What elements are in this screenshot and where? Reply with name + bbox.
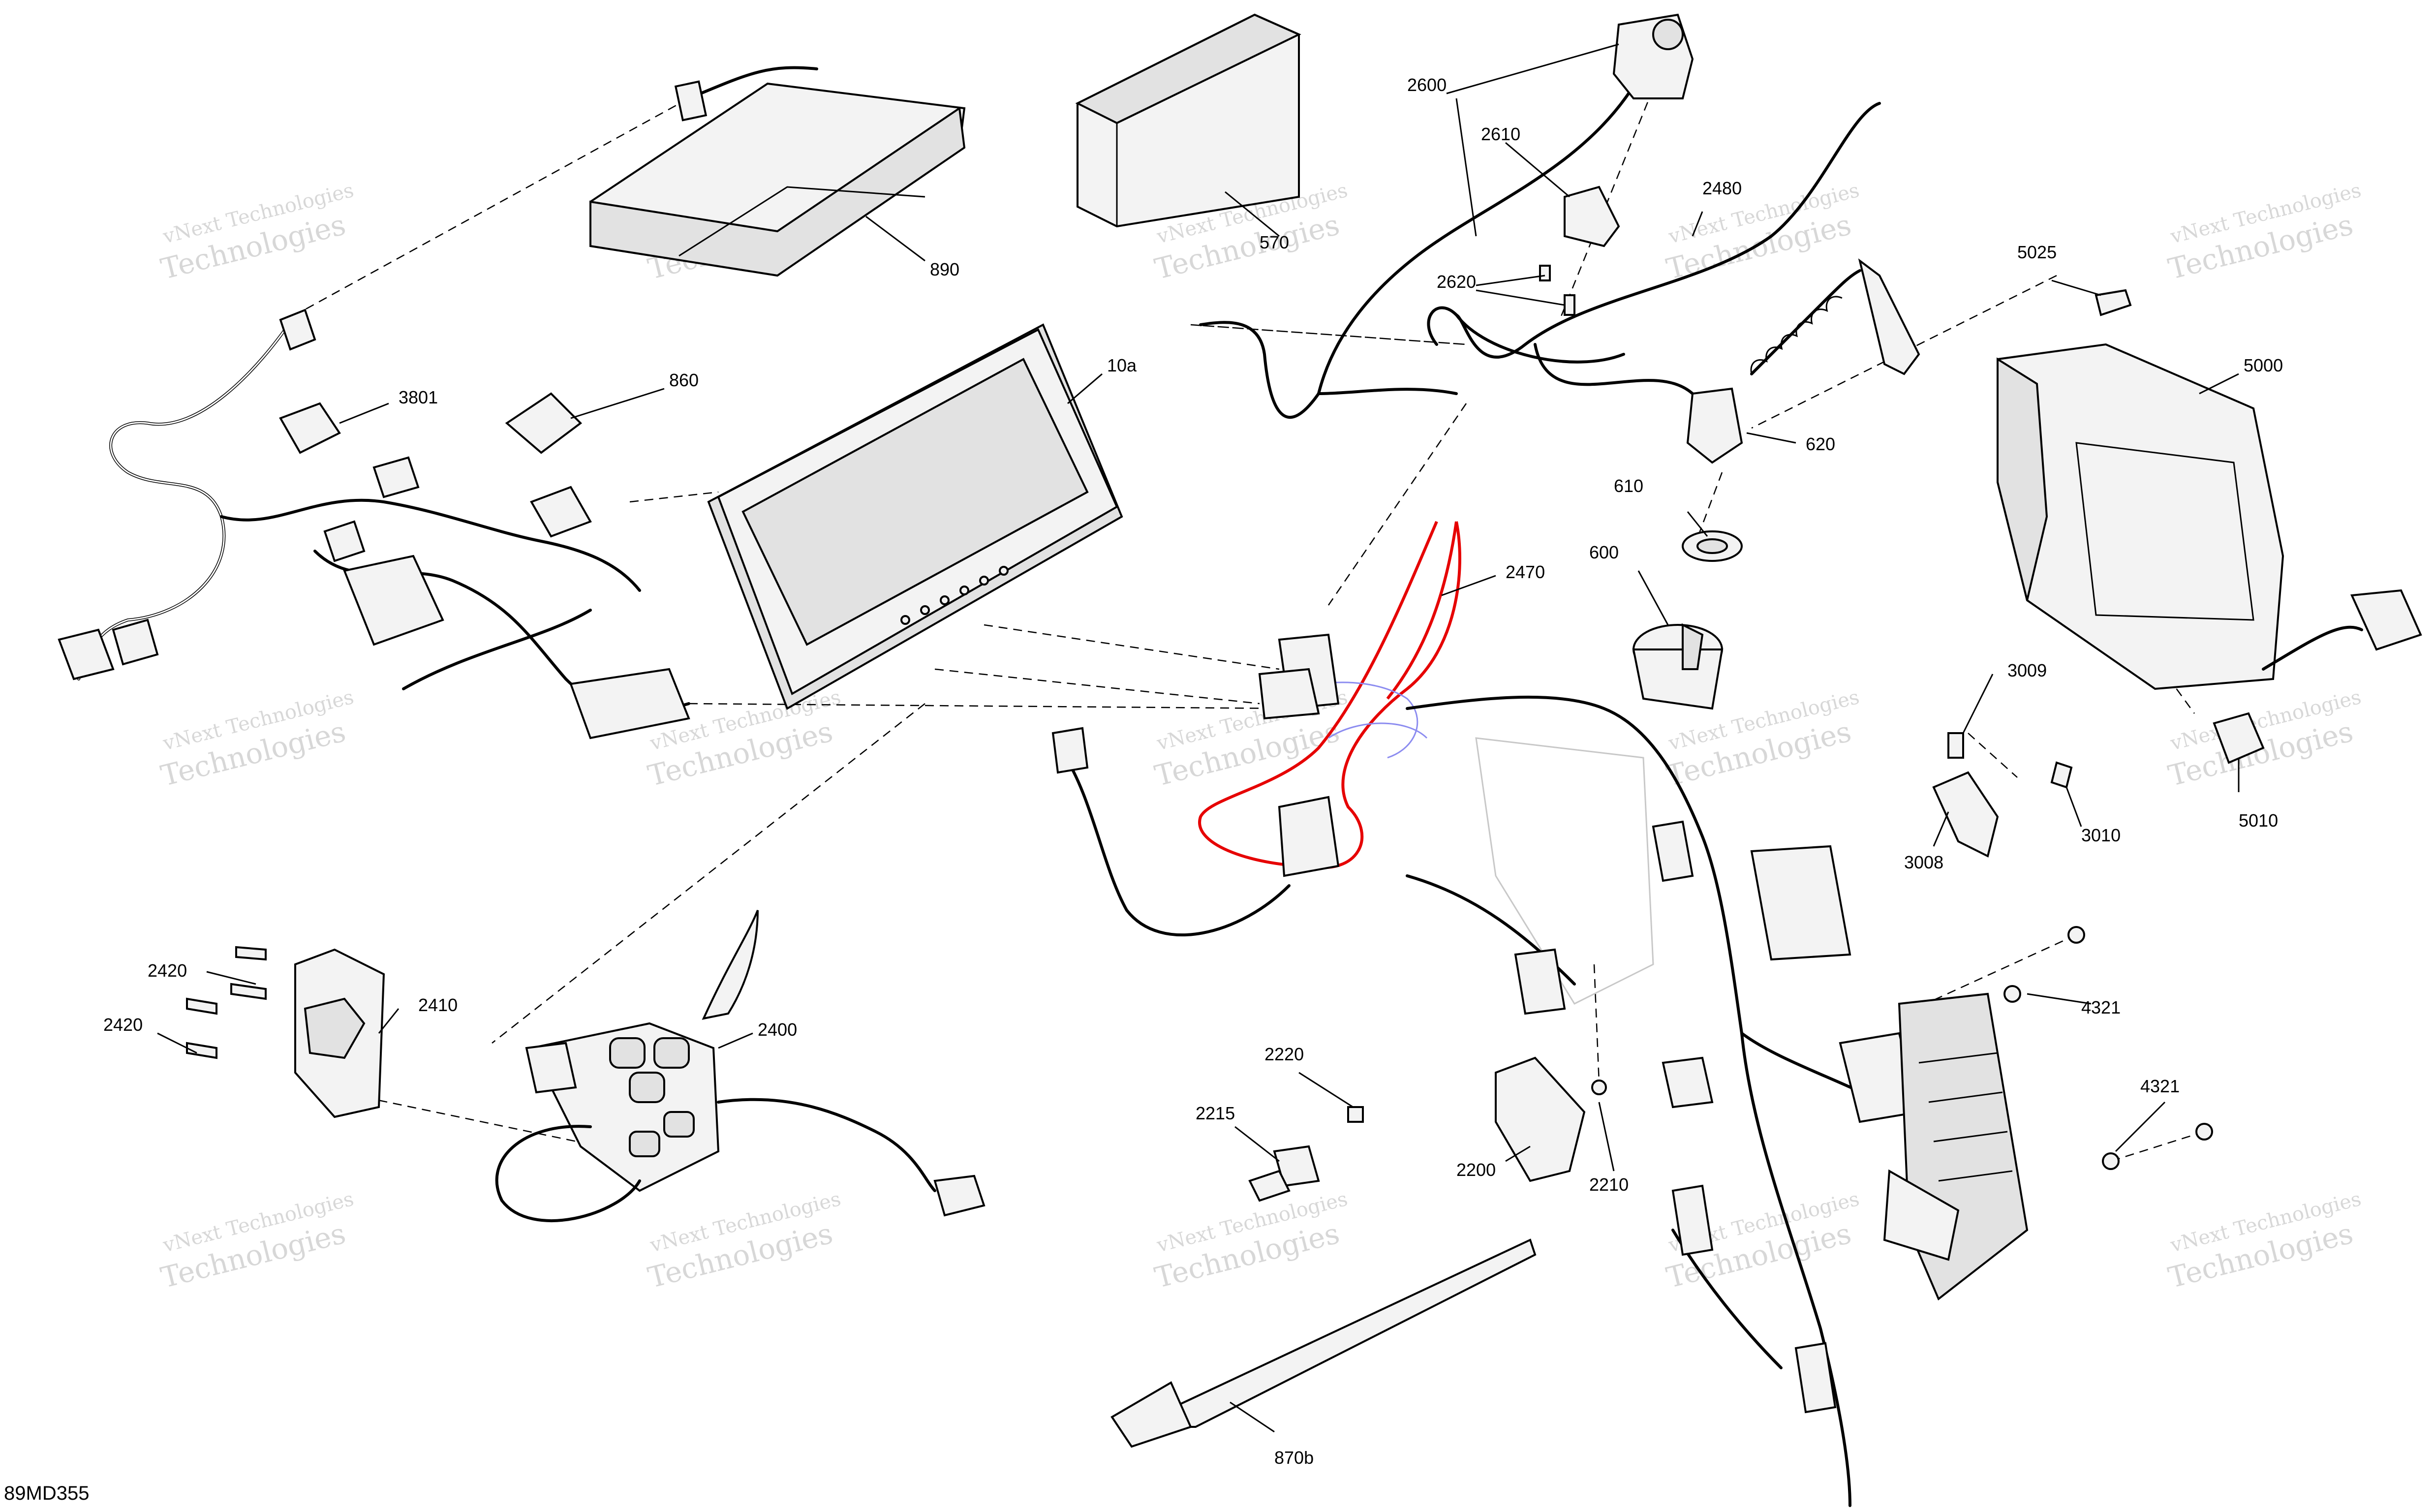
callout-2610: 2610 (1481, 124, 1520, 144)
part-3008-bracket (1932, 771, 1999, 858)
part-620-coiled-cord (1686, 258, 1920, 464)
callout-5025: 5025 (2017, 242, 2057, 262)
callout-3801: 3801 (399, 387, 438, 407)
part-2600-sensor (1199, 13, 1694, 419)
part-2220-screw (1347, 1106, 1364, 1123)
callout-4321-upper: 4321 (2081, 997, 2121, 1018)
callout-2200: 2200 (1456, 1160, 1496, 1180)
callout-2400: 2400 (758, 1019, 797, 1040)
part-870b-cable-tie (1110, 1238, 1537, 1448)
part-5000-module (1997, 343, 2422, 690)
part-2400-switch (495, 910, 986, 1222)
part-890-module (589, 66, 966, 277)
part-5010-connector (2213, 712, 2265, 764)
part-4321-nuts (2003, 926, 2213, 1170)
callout-4321-lower: 4321 (2140, 1076, 2180, 1096)
part-2200-bracket (1495, 1056, 1586, 1182)
callout-2215: 2215 (1196, 1103, 1235, 1123)
callout-2470: 2470 (1506, 562, 1545, 582)
part-600-key-switch (1632, 623, 1724, 710)
watermark: vNext Technologies Technologies (1663, 179, 1861, 286)
callout-620: 620 (1806, 434, 1835, 454)
watermark: vNext Technologies Technologies (2165, 1188, 2363, 1295)
watermark: vNext Technologies Technologies (2165, 686, 2363, 793)
callout-870b: 870b (1274, 1448, 1314, 1468)
callout-570: 570 (1260, 232, 1289, 252)
part-2420-screws (186, 946, 267, 1059)
part-5025-screw (2095, 289, 2132, 316)
part-570-block (1075, 13, 1301, 228)
part-3009-screw (1947, 732, 1964, 759)
callout-860: 860 (669, 370, 699, 390)
part-2480-harness (1427, 102, 1881, 395)
callout-5000: 5000 (2244, 355, 2283, 375)
part-10a-display (707, 323, 1123, 710)
watermark: vNext Technologies Technologies (1151, 1188, 1350, 1295)
part-2210-nut (1591, 1080, 1607, 1095)
callout-3008: 3008 (1904, 852, 1943, 872)
callout-2420-lower: 2420 (103, 1015, 143, 1035)
callout-10a: 10a (1107, 355, 1137, 375)
callout-610: 610 (1614, 476, 1643, 496)
part-2610-clip (1564, 185, 1620, 247)
callout-labels: 890 570 2600 2610 2480 2620 5025 10a 380… (103, 75, 2283, 1468)
callout-5010: 5010 (2239, 810, 2278, 831)
callout-600: 600 (1589, 542, 1619, 562)
callout-2410: 2410 (418, 995, 458, 1015)
watermark: vNext Technologies Technologies (2165, 179, 2363, 286)
callout-2420-upper: 2420 (148, 960, 187, 981)
part-3010-screw (2050, 761, 2073, 789)
leader-lines (157, 43, 2240, 1433)
diagram-code: 89MD355 (4, 1482, 89, 1504)
callout-3009: 3009 (2007, 660, 2047, 680)
part-3801-cover (279, 402, 341, 454)
callout-2480: 2480 (1702, 178, 1742, 198)
callout-890: 890 (930, 259, 959, 279)
watermark: vNext Technologies Technologies (157, 1188, 356, 1295)
callout-2220: 2220 (1264, 1044, 1304, 1064)
callout-2620: 2620 (1437, 272, 1476, 292)
callout-2210: 2210 (1589, 1174, 1629, 1195)
part-2215-stud (1248, 1145, 1320, 1202)
part-2620-screw (1539, 265, 1575, 316)
watermark: vNext Technologies Technologies (157, 686, 356, 793)
callout-3010: 3010 (2081, 825, 2121, 845)
part-610-nut (1682, 530, 1743, 562)
part-2410-housing (294, 948, 385, 1118)
display-buttons (900, 566, 1009, 625)
watermark: vNext Technologies Technologies (645, 1188, 843, 1295)
watermark: vNext Technologies Technologies (157, 179, 356, 286)
callout-2600: 2600 (1407, 75, 1447, 95)
part-860-harness (58, 309, 690, 740)
center-main-harness (1051, 633, 2029, 1507)
